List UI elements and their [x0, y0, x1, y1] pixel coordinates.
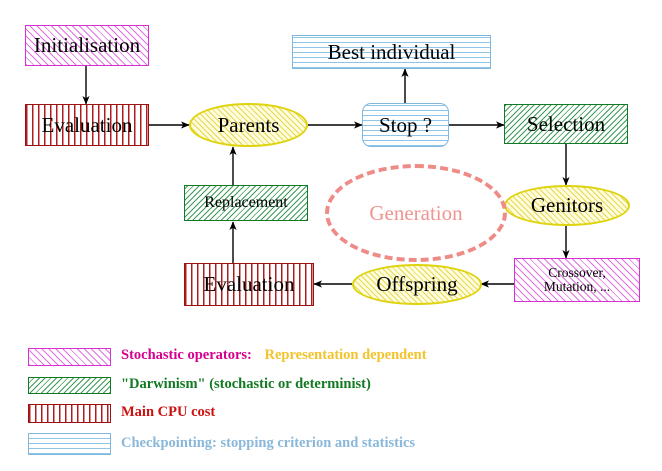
legend-row-3: Main CPU cost: [121, 404, 216, 420]
node-stop-label: Stop ?: [378, 112, 433, 137]
node-selection[interactable]: Selection: [504, 104, 628, 144]
legend-swatch-red: [28, 404, 111, 423]
legend-row-4: Checkpointing: stopping criterion and st…: [121, 435, 416, 451]
node-genitors[interactable]: Genitors: [504, 185, 630, 226]
node-generation-label: Generation: [369, 200, 463, 225]
legend-row-1: Stochastic operators: Representation dep…: [121, 347, 427, 364]
node-parents[interactable]: Parents: [189, 103, 308, 147]
legend-row-2: "Darwinism" (stochastic or determinist): [121, 376, 371, 392]
node-initialisation-label: Initialisation: [33, 33, 141, 58]
node-replacement-label: Replacement: [204, 193, 288, 211]
node-initialisation[interactable]: Initialisation: [25, 25, 149, 66]
node-crossover-label-line1: Crossover,: [548, 264, 606, 280]
node-evaluation-top-label: Evaluation: [41, 112, 133, 137]
legend: Stochastic operators: Representation dep…: [0, 336, 662, 471]
node-evaluation-top[interactable]: Evaluation: [25, 104, 149, 146]
node-evaluation-bottom[interactable]: Evaluation: [184, 263, 314, 306]
legend-label-representation-dependent: Representation dependent: [264, 347, 427, 363]
legend-swatch-magenta: [28, 348, 111, 366]
node-selection-label: Selection: [526, 111, 606, 136]
legend-label-stochastic-operators: Stochastic operators:: [121, 347, 252, 363]
node-crossover-mutation[interactable]: Crossover, Mutation, ...: [514, 258, 640, 302]
legend-swatch-blue: [28, 433, 111, 455]
node-best-individual[interactable]: Best individual: [292, 35, 491, 69]
node-offspring[interactable]: Offspring: [352, 264, 482, 305]
node-parents-label: Parents: [217, 112, 280, 137]
node-genitors-label: Genitors: [530, 193, 604, 218]
node-best-individual-label: Best individual: [327, 39, 456, 64]
node-stop[interactable]: Stop ?: [362, 103, 449, 147]
node-crossover-label-line2: Mutation, ...: [543, 279, 611, 294]
legend-swatch-green: [28, 377, 111, 394]
node-replacement[interactable]: Replacement: [184, 185, 308, 221]
node-generation: Generation: [325, 164, 507, 262]
node-offspring-label: Offspring: [376, 272, 458, 297]
node-evaluation-bottom-label: Evaluation: [203, 272, 295, 297]
